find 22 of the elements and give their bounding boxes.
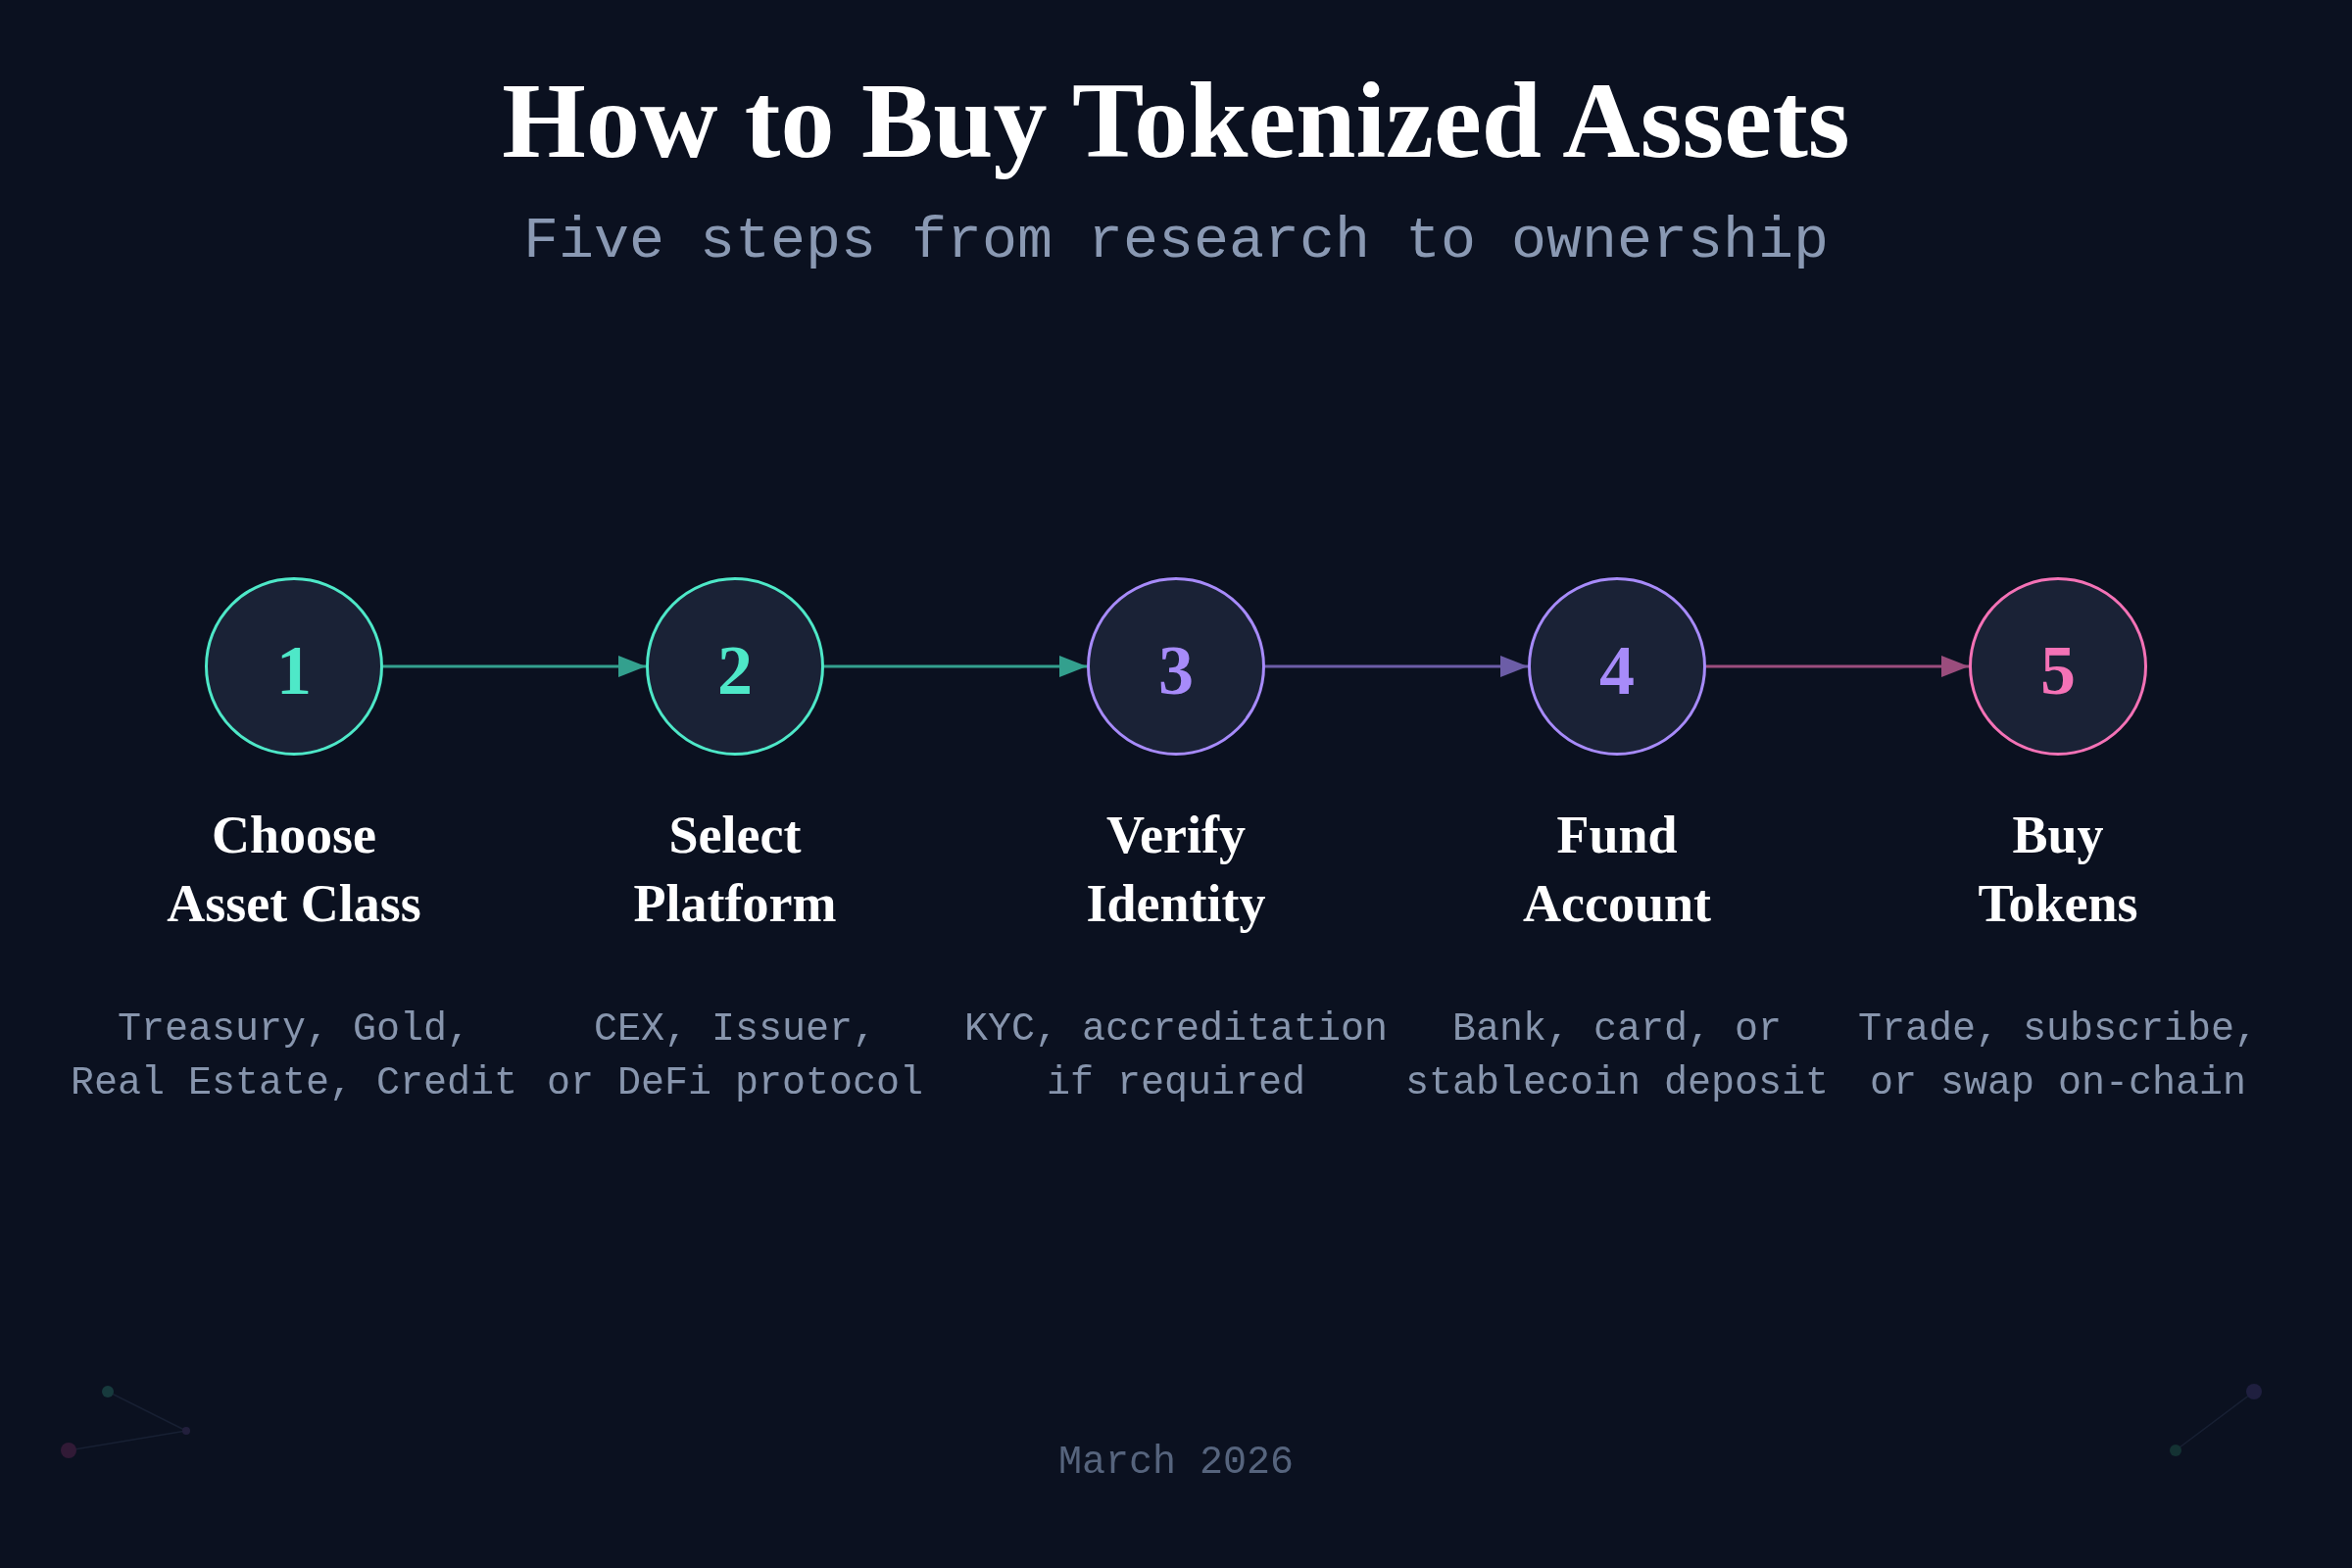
step-title: Select Platform (633, 805, 837, 935)
arrow (824, 656, 1087, 677)
step-description: KYC, accreditation if required (963, 1006, 1389, 1107)
date-note: March 2026 (1058, 1440, 1294, 1487)
step-title: Fund Account (1523, 805, 1711, 935)
step-title: Verify Identity (1086, 805, 1266, 935)
arrow (383, 656, 646, 677)
subtitle: Five steps from research to ownership (522, 207, 1830, 276)
step-number: 3 (1158, 629, 1194, 711)
step-number: 1 (276, 629, 312, 711)
step-description: Trade, subscribe, or swap on-chain (1857, 1006, 2259, 1107)
step-title: Choose Asset Class (167, 805, 421, 935)
arrow (1706, 656, 1969, 677)
step-number: 4 (1599, 629, 1635, 711)
step-description: CEX, Issuer, or DeFi protocol (546, 1006, 924, 1107)
step-number: 2 (717, 629, 753, 711)
step-number: 5 (2040, 629, 2076, 711)
step-title: Buy Tokens (1978, 805, 2138, 935)
arrow (1265, 656, 1528, 677)
step-description: Treasury, Gold, Real Estate, Credit (70, 1006, 518, 1107)
title: How to Buy Tokenized Assets (502, 60, 1850, 182)
step-description: Bank, card, or stablecoin deposit (1404, 1006, 1830, 1107)
